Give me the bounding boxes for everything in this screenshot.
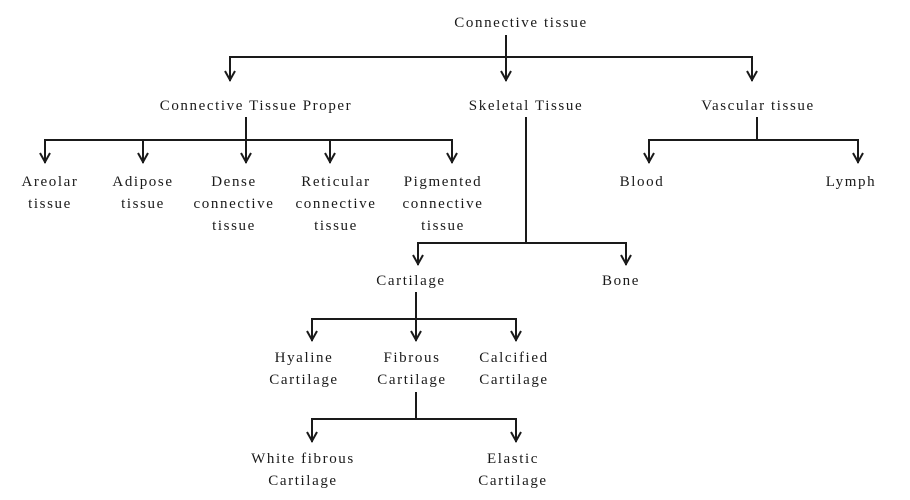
node-pigmented-connective-tissue: Pigmented connective tissue	[402, 174, 484, 234]
node-fibrous-cartilage: Fibrous Cartilage	[377, 350, 447, 388]
node-adipose-tissue: Adipose tissue	[112, 174, 174, 212]
arrow-to-pigmented-arrowhead	[446, 152, 458, 165]
arrow-to-vascular-tissue-arrowhead	[746, 70, 758, 83]
arrow-to-dense-arrowhead	[240, 152, 252, 165]
node-lymph: Lymph	[825, 174, 877, 190]
arrow-to-connective-tissue-proper-arrowhead	[224, 70, 236, 83]
arrow-to-blood-arrowhead	[643, 152, 655, 165]
arrow-to-fibrous-arrowhead	[410, 330, 422, 343]
node-bone: Bone	[601, 273, 641, 289]
arrow-to-reticular-arrowhead	[324, 152, 336, 165]
arrow-to-adipose-arrowhead	[137, 152, 149, 165]
node-areolar-tissue: Areolar tissue	[21, 174, 79, 212]
arrow-to-lymph-arrowhead	[852, 152, 864, 165]
node-vascular-tissue: Vascular tissue	[701, 98, 815, 114]
arrow-to-white-fibrous-arrowhead	[306, 431, 318, 444]
arrow-to-bone-arrowhead	[620, 254, 632, 267]
node-connective-tissue-proper: Connective Tissue Proper	[159, 98, 353, 114]
node-calcified-cartilage: Calcified Cartilage	[479, 350, 549, 388]
node-reticular-connective-tissue: Reticular connective tissue	[295, 174, 377, 234]
node-hyaline-cartilage: Hyaline Cartilage	[269, 350, 339, 388]
node-skeletal-tissue: Skeletal Tissue	[468, 98, 584, 114]
arrow-to-hyaline-arrowhead	[306, 330, 318, 343]
arrow-to-skeletal-tissue-arrowhead	[500, 70, 512, 83]
node-blood: Blood	[619, 174, 665, 190]
arrow-to-areolar-arrowhead	[39, 152, 51, 165]
arrow-to-calcified-arrowhead	[510, 330, 522, 343]
node-connective-tissue: Connective tissue	[454, 15, 588, 31]
node-elastic-cartilage: Elastic Cartilage	[478, 451, 548, 489]
node-white-fibrous-cartilage: White fibrous Cartilage	[251, 451, 355, 489]
node-cartilage: Cartilage	[376, 273, 446, 289]
arrow-to-elastic-arrowhead	[510, 431, 522, 444]
node-dense-connective-tissue: Dense connective tissue	[193, 174, 275, 234]
arrow-to-cartilage-arrowhead	[412, 254, 424, 267]
